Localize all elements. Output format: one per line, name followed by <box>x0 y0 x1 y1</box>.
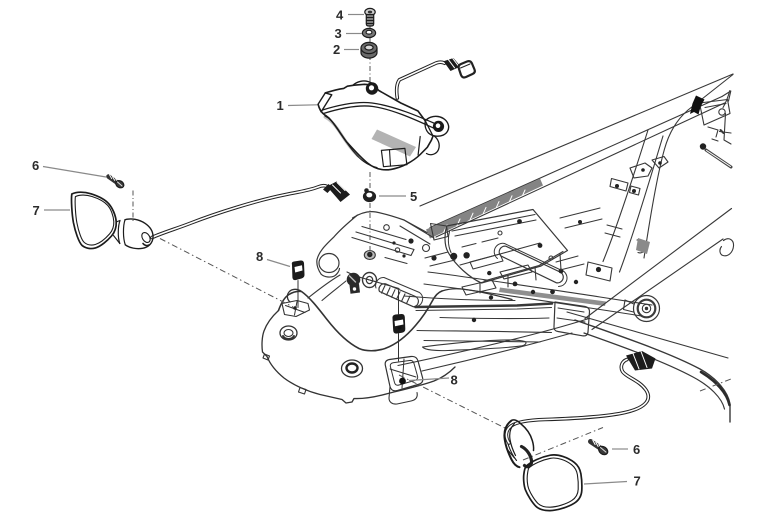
svg-text:1: 1 <box>277 98 284 113</box>
svg-text:8: 8 <box>256 249 263 264</box>
svg-text:2: 2 <box>333 42 340 57</box>
svg-text:5: 5 <box>410 189 417 204</box>
svg-text:6: 6 <box>633 442 640 457</box>
svg-text:3: 3 <box>335 26 342 41</box>
svg-text:8: 8 <box>451 373 458 388</box>
svg-text:7: 7 <box>33 203 40 218</box>
svg-text:4: 4 <box>336 8 344 23</box>
svg-text:6: 6 <box>32 158 39 173</box>
svg-text:7: 7 <box>634 474 641 489</box>
